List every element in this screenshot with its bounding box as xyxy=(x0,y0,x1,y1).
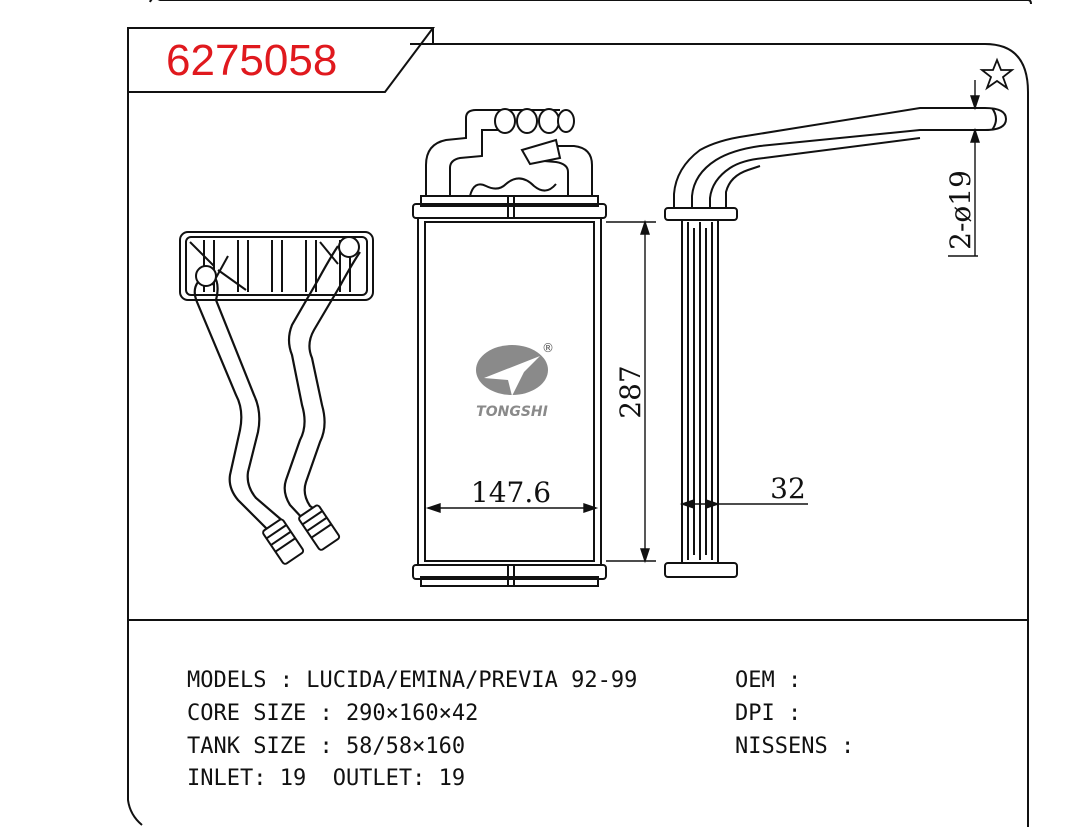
spec-nissens: NISSENS : xyxy=(735,734,855,759)
spec-inlet-outlet: INLET: 19 OUTLET: 19 xyxy=(187,766,466,791)
depth-label: 32 xyxy=(770,472,806,505)
spec-dpi: DPI : xyxy=(735,701,802,726)
spec-core-size: CORE SIZE : 290×160×42 xyxy=(187,701,479,726)
spec-models: MODELS : LUCIDA/EMINA/PREVIA 92-99 xyxy=(187,668,638,693)
sheet-top-edge xyxy=(149,0,1032,5)
spec-tank-size: TANK SIZE : 58/58×160 xyxy=(187,734,466,759)
frame-right xyxy=(410,43,1029,827)
tongshi-logo: TONGSHI ® xyxy=(476,341,554,420)
height-label: 287 xyxy=(614,365,647,418)
star-icon xyxy=(979,57,1015,91)
part-number: 6275058 xyxy=(166,36,338,85)
pipe-dimension xyxy=(948,80,980,257)
front-core-view xyxy=(412,108,607,587)
width-label: 147.6 xyxy=(471,476,551,509)
spec-oem: OEM : xyxy=(735,668,802,693)
side-pipe-view xyxy=(179,231,374,565)
depth-dimension xyxy=(679,499,808,509)
width-dimension xyxy=(425,503,599,513)
frame-left xyxy=(127,92,143,826)
registered-mark: ® xyxy=(542,341,554,355)
pipe-label: 2-ø19 xyxy=(944,170,977,250)
logo-wordmark: TONGSHI xyxy=(476,404,548,420)
height-dimension xyxy=(606,219,656,564)
